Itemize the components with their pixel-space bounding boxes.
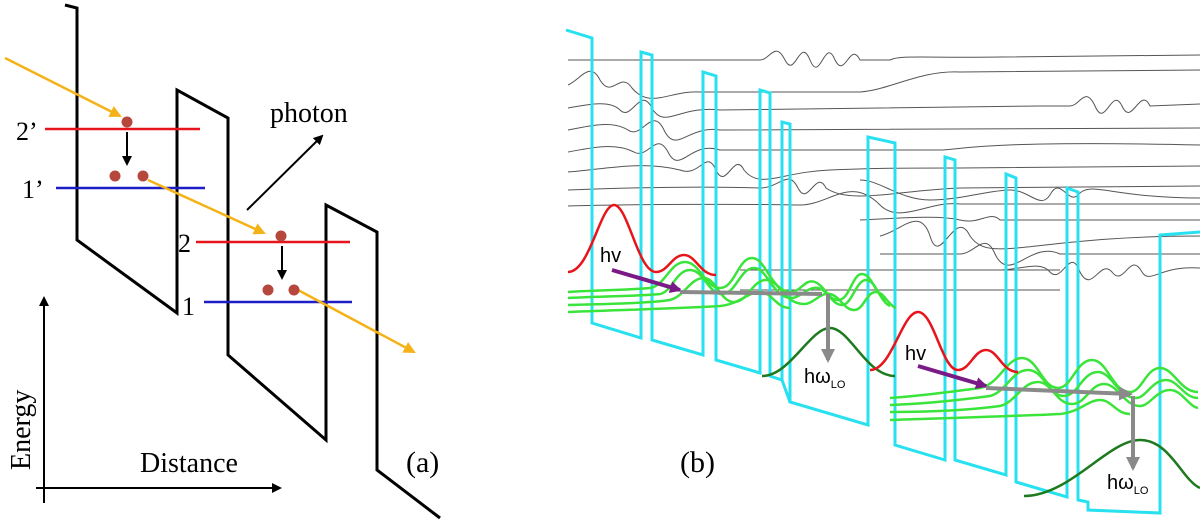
absorption-arrow-1	[611, 268, 682, 293]
phonon-label-2-sub: LO	[1134, 485, 1149, 497]
background-states	[567, 50, 1200, 291]
outgoing-ray	[297, 288, 416, 354]
transfer-arrow-2	[985, 386, 1133, 401]
panel-a-label: (a)	[406, 446, 439, 479]
tunnel-ray	[147, 178, 266, 235]
transfer-arrow-1	[679, 290, 823, 296]
phonon-label-1-sub: LO	[831, 379, 846, 391]
energy-label: Energy	[6, 390, 37, 470]
band-profile-a	[64, 3, 441, 520]
upper-wavefunction-2	[869, 310, 1019, 374]
electron	[275, 230, 287, 242]
upper-wavefunction-1	[567, 203, 717, 277]
absorption-arrow-2	[917, 364, 988, 389]
level-label-2: 2	[178, 229, 191, 258]
absorption-label-2: hv	[905, 343, 926, 365]
band-profile-b	[780, 379, 792, 403]
ground-wavefunction-2	[1023, 438, 1200, 498]
photon-arrow	[246, 134, 324, 211]
electron	[121, 116, 133, 128]
electron	[109, 170, 121, 182]
level-label-1: 1	[182, 292, 195, 321]
distance-label: Distance	[140, 448, 238, 479]
level-label-2-prime: 2’	[16, 117, 38, 146]
electron	[137, 170, 149, 182]
phonon-label-1-main: hω	[804, 366, 831, 388]
panel-b: hv hv hωLO hωLO (b)	[565, 28, 1200, 515]
absorption-label-1: hv	[600, 245, 621, 267]
incoming-ray	[4, 56, 122, 118]
electron	[288, 284, 300, 296]
phonon-label-1: hωLO	[804, 366, 846, 391]
phonon-label-2-main: hω	[1107, 472, 1134, 494]
phonon-label-2: hωLO	[1107, 472, 1149, 497]
photon-label: photon	[270, 98, 348, 129]
electron	[262, 284, 274, 296]
panel-b-label: (b)	[680, 446, 715, 479]
wavefunctions-second-period	[889, 356, 1199, 422]
panel-a: photon 2’ 1’ 2 1 Distance Energy (a)	[4, 3, 441, 520]
level-label-1-prime: 1’	[22, 175, 44, 204]
